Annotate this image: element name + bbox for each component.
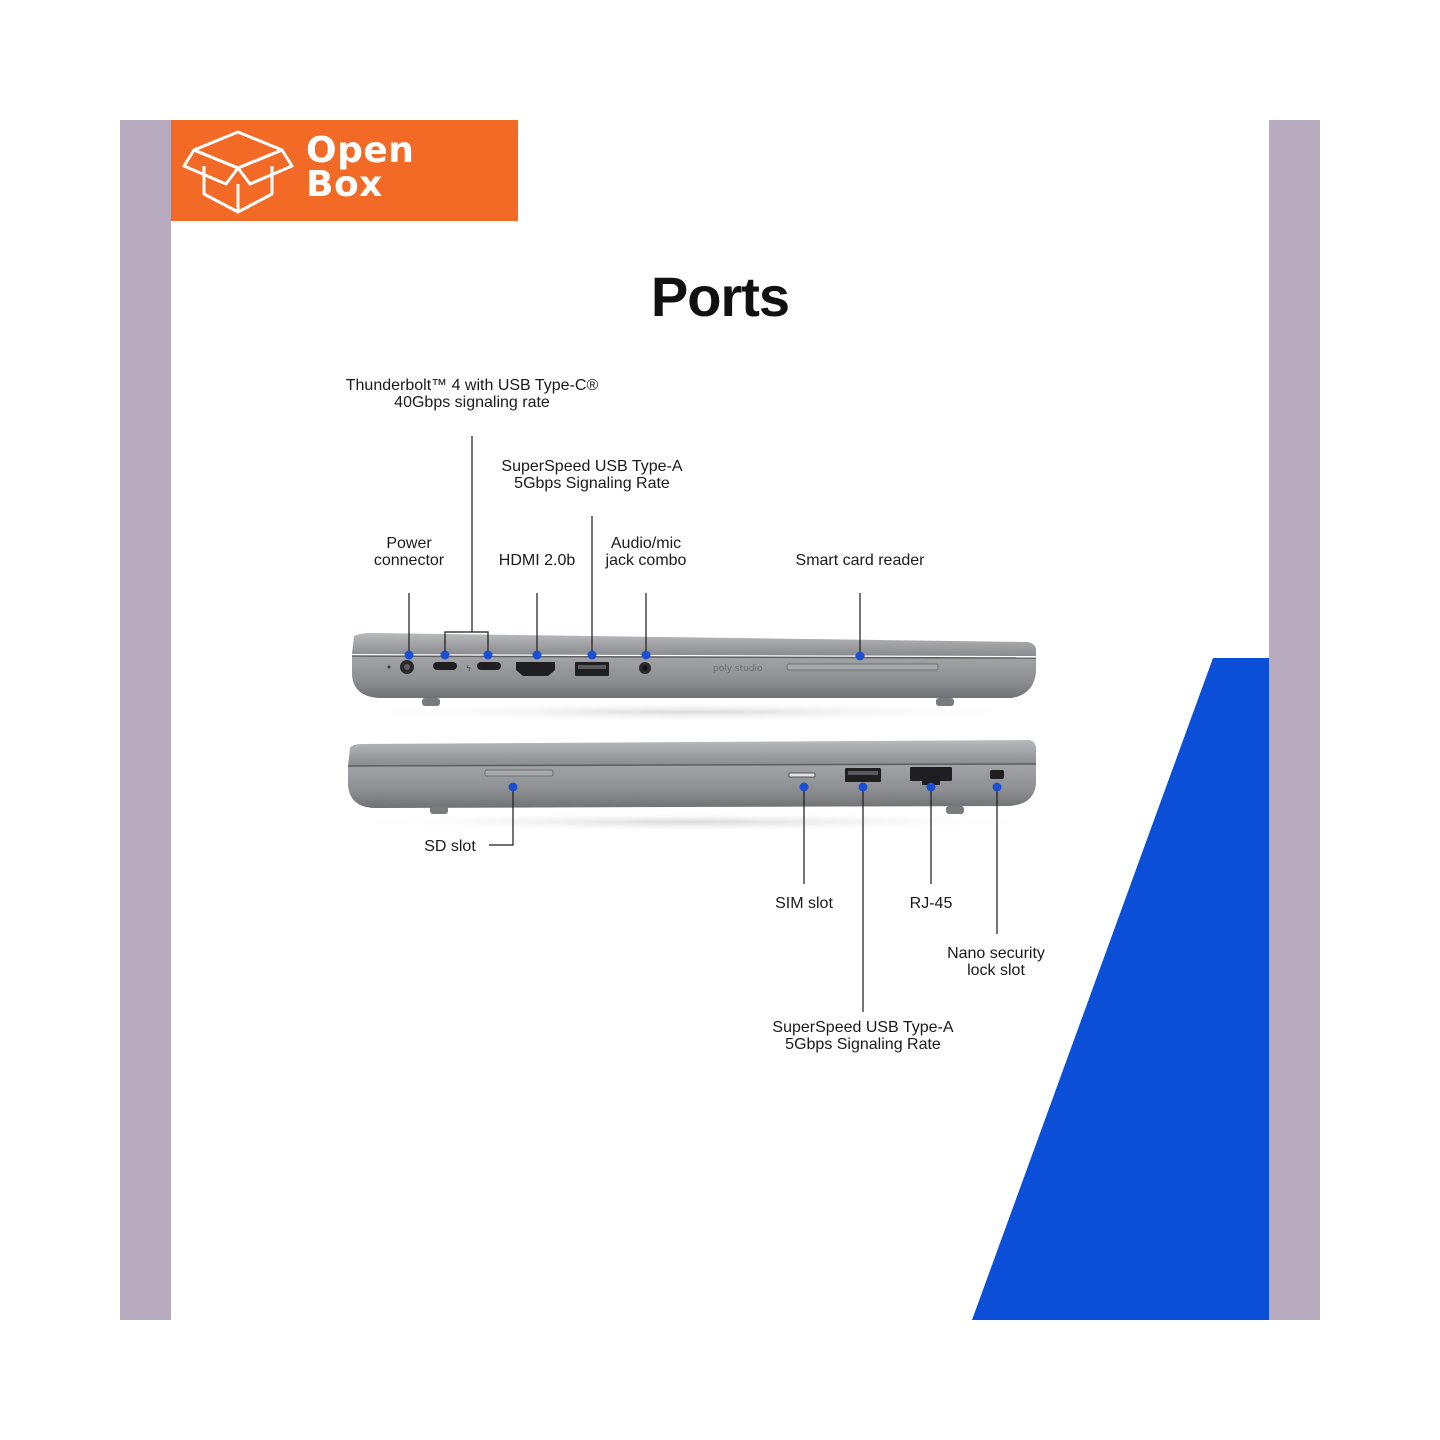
label-audio-line-1: Audio/mic (610, 535, 682, 552)
open-box-icon (182, 130, 294, 214)
badge-line-2: Box (306, 164, 383, 205)
label-smart-card-reader: Smart card reader (795, 552, 925, 569)
blue-accent-shape (972, 658, 1269, 1320)
label-nano-lock-line-1: Nano security (947, 945, 1045, 962)
label-rj45: RJ-45 (909, 895, 953, 912)
label-nano-lock-line-2: lock slot (967, 962, 1025, 979)
label-usb-a-top-line-1: SuperSpeed USB Type-A (501, 458, 683, 475)
label-nano-lock-slot: Nano security lock slot (926, 945, 1066, 979)
label-thunderbolt-line-2: 40Gbps signaling rate (394, 394, 550, 411)
label-power-connector: Power connector (349, 535, 469, 569)
page-title: Ports (650, 265, 790, 328)
label-sim-slot: SIM slot (775, 895, 833, 912)
label-audio-line-2: jack combo (605, 552, 687, 569)
laptop-left-side: ϟ poly studio (332, 633, 1052, 722)
label-sd-slot: SD slot (424, 838, 476, 855)
badge-line-1: Open (306, 130, 415, 171)
leader-lines-right-side (489, 787, 998, 1012)
label-audio-jack: Audio/mic jack combo (591, 535, 701, 569)
open-box-label: Open Box (306, 130, 415, 205)
label-usb-a-bottom-line-1: SuperSpeed USB Type-A (772, 1019, 954, 1036)
label-power-line-2: connector (373, 552, 445, 569)
label-power-line-1: Power (386, 535, 432, 552)
leader-lines-left-side (408, 436, 861, 656)
label-usb-a-top: SuperSpeed USB Type-A 5Gbps Signaling Ra… (472, 458, 712, 492)
label-thunderbolt-line-1: Thunderbolt™ 4 with USB Type-C® (345, 377, 599, 394)
brand-mark: poly studio (713, 664, 763, 674)
pointer-dots-right-side (508, 782, 1002, 792)
label-usb-a-bottom-line-2: 5Gbps Signaling Rate (785, 1036, 941, 1053)
pointer-dots-left-side (404, 650, 865, 661)
laptop-right-side (332, 740, 1052, 832)
label-usb-a-bottom: SuperSpeed USB Type-A 5Gbps Signaling Ra… (743, 1019, 983, 1053)
label-hdmi: HDMI 2.0b (498, 552, 576, 569)
svg-text:ϟ: ϟ (466, 664, 471, 673)
label-usb-a-top-line-2: 5Gbps Signaling Rate (514, 475, 670, 492)
label-thunderbolt: Thunderbolt™ 4 with USB Type-C® 40Gbps s… (322, 377, 622, 411)
